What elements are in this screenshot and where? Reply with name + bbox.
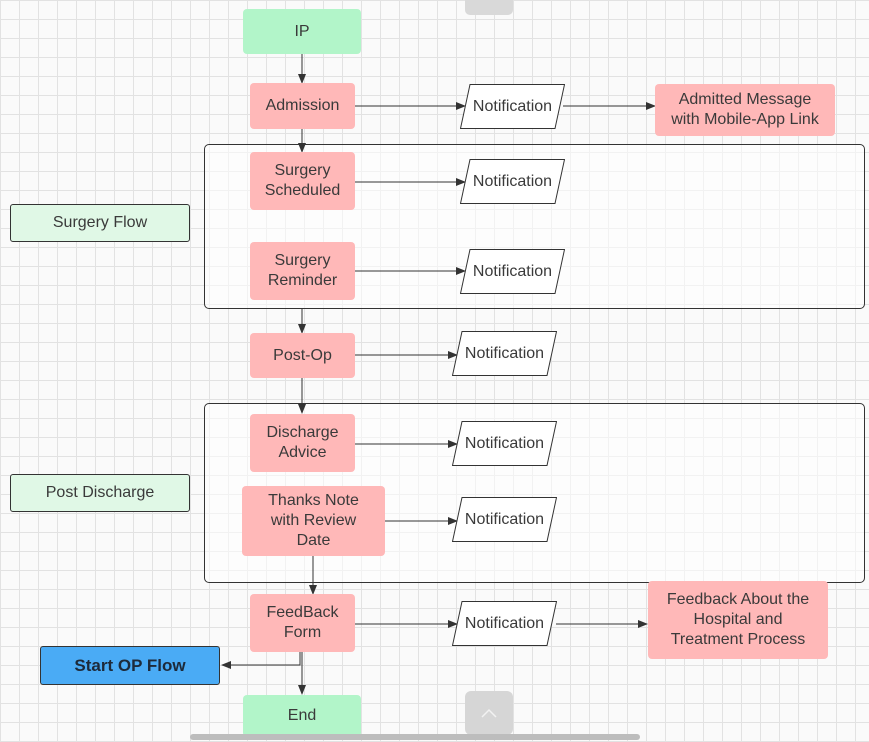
admission-node[interactable]: Admission xyxy=(250,83,355,129)
notification-label: Notification xyxy=(464,434,545,452)
parallelogram-shape xyxy=(452,421,557,466)
post-discharge-label[interactable]: Post Discharge xyxy=(10,474,190,512)
horizontal-scrollbar[interactable] xyxy=(190,734,640,740)
notification-label: Notification xyxy=(472,172,553,190)
surgery-reminder-node[interactable]: Surgery Reminder xyxy=(250,242,355,300)
toolbar-handle-top[interactable] xyxy=(465,0,513,15)
admitted-message-node[interactable]: Admitted Message with Mobile-App Link xyxy=(655,84,835,136)
notification-label: Notification xyxy=(472,262,553,280)
feedback-about-node[interactable]: Feedback About the Hospital and Treatmen… xyxy=(648,581,828,659)
surgery-scheduled-node[interactable]: Surgery Scheduled xyxy=(250,152,355,210)
notification-post-op[interactable]: Notification xyxy=(452,331,557,376)
start-op-flow-button[interactable]: Start OP Flow xyxy=(40,646,220,685)
notification-admission[interactable]: Notification xyxy=(460,84,565,129)
ip-node[interactable]: IP xyxy=(243,9,361,54)
notification-thanks-note[interactable]: Notification xyxy=(452,497,557,542)
parallelogram-shape xyxy=(460,84,565,129)
parallelogram-shape xyxy=(460,249,565,294)
surgery-flow-label[interactable]: Surgery Flow xyxy=(10,204,190,242)
collapse-toolbar-button[interactable] xyxy=(465,691,513,735)
parallelogram-shape xyxy=(460,159,565,204)
notification-surgery-scheduled[interactable]: Notification xyxy=(460,159,565,204)
chevron-up-icon xyxy=(481,708,497,718)
parallelogram-shape xyxy=(452,331,557,376)
notification-label: Notification xyxy=(464,614,545,632)
notification-label: Notification xyxy=(472,97,553,115)
end-node[interactable]: End xyxy=(243,695,361,737)
feedback-form-node[interactable]: FeedBack Form xyxy=(250,594,355,652)
thanks-note-node[interactable]: Thanks Note with Review Date xyxy=(242,486,385,556)
discharge-advice-node[interactable]: Discharge Advice xyxy=(250,414,355,472)
notification-surgery-reminder[interactable]: Notification xyxy=(460,249,565,294)
post-op-node[interactable]: Post-Op xyxy=(250,333,355,378)
parallelogram-shape xyxy=(452,497,557,542)
notification-label: Notification xyxy=(464,510,545,528)
notification-discharge-advice[interactable]: Notification xyxy=(452,421,557,466)
notification-feedback-form[interactable]: Notification xyxy=(452,601,557,646)
notification-label: Notification xyxy=(464,344,545,362)
parallelogram-shape xyxy=(452,601,557,646)
